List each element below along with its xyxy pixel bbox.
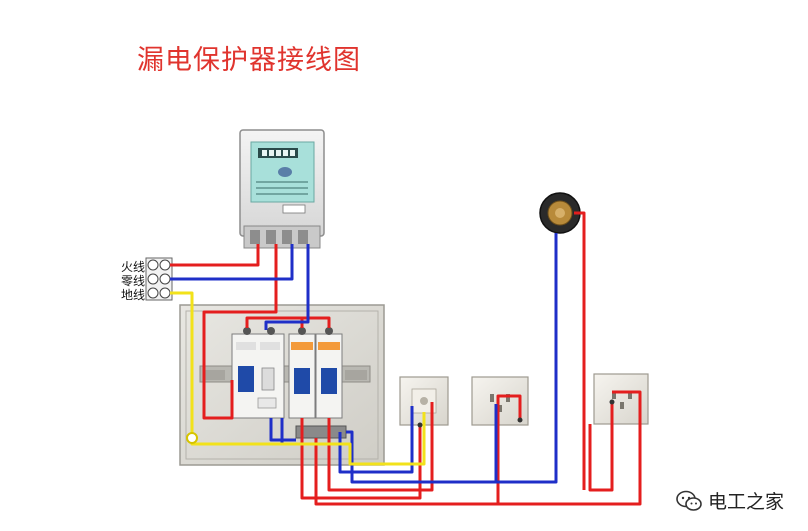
fire-wire-label: 火线 — [121, 260, 146, 274]
wechat-icon — [676, 490, 702, 511]
live-wires — [170, 211, 642, 506]
electric-meter — [239, 129, 325, 249]
neutral-wire-label: 零线 — [121, 274, 146, 288]
circuit-breaker-1 — [288, 327, 316, 419]
ground-wire-label: 地线 — [121, 288, 146, 302]
terminal-block — [145, 257, 173, 301]
watermark-text: 电工之家 — [708, 491, 785, 513]
watermark: 电工之家 — [676, 487, 784, 514]
leakage-protector — [231, 327, 285, 419]
ground-wire — [170, 291, 426, 466]
neutral-wires — [170, 233, 558, 484]
circuit-breaker-2 — [315, 327, 343, 419]
lamp-holder — [539, 192, 581, 234]
diagram-title: 漏电保护器接线图 — [137, 45, 361, 76]
device-terminals — [417, 399, 615, 428]
